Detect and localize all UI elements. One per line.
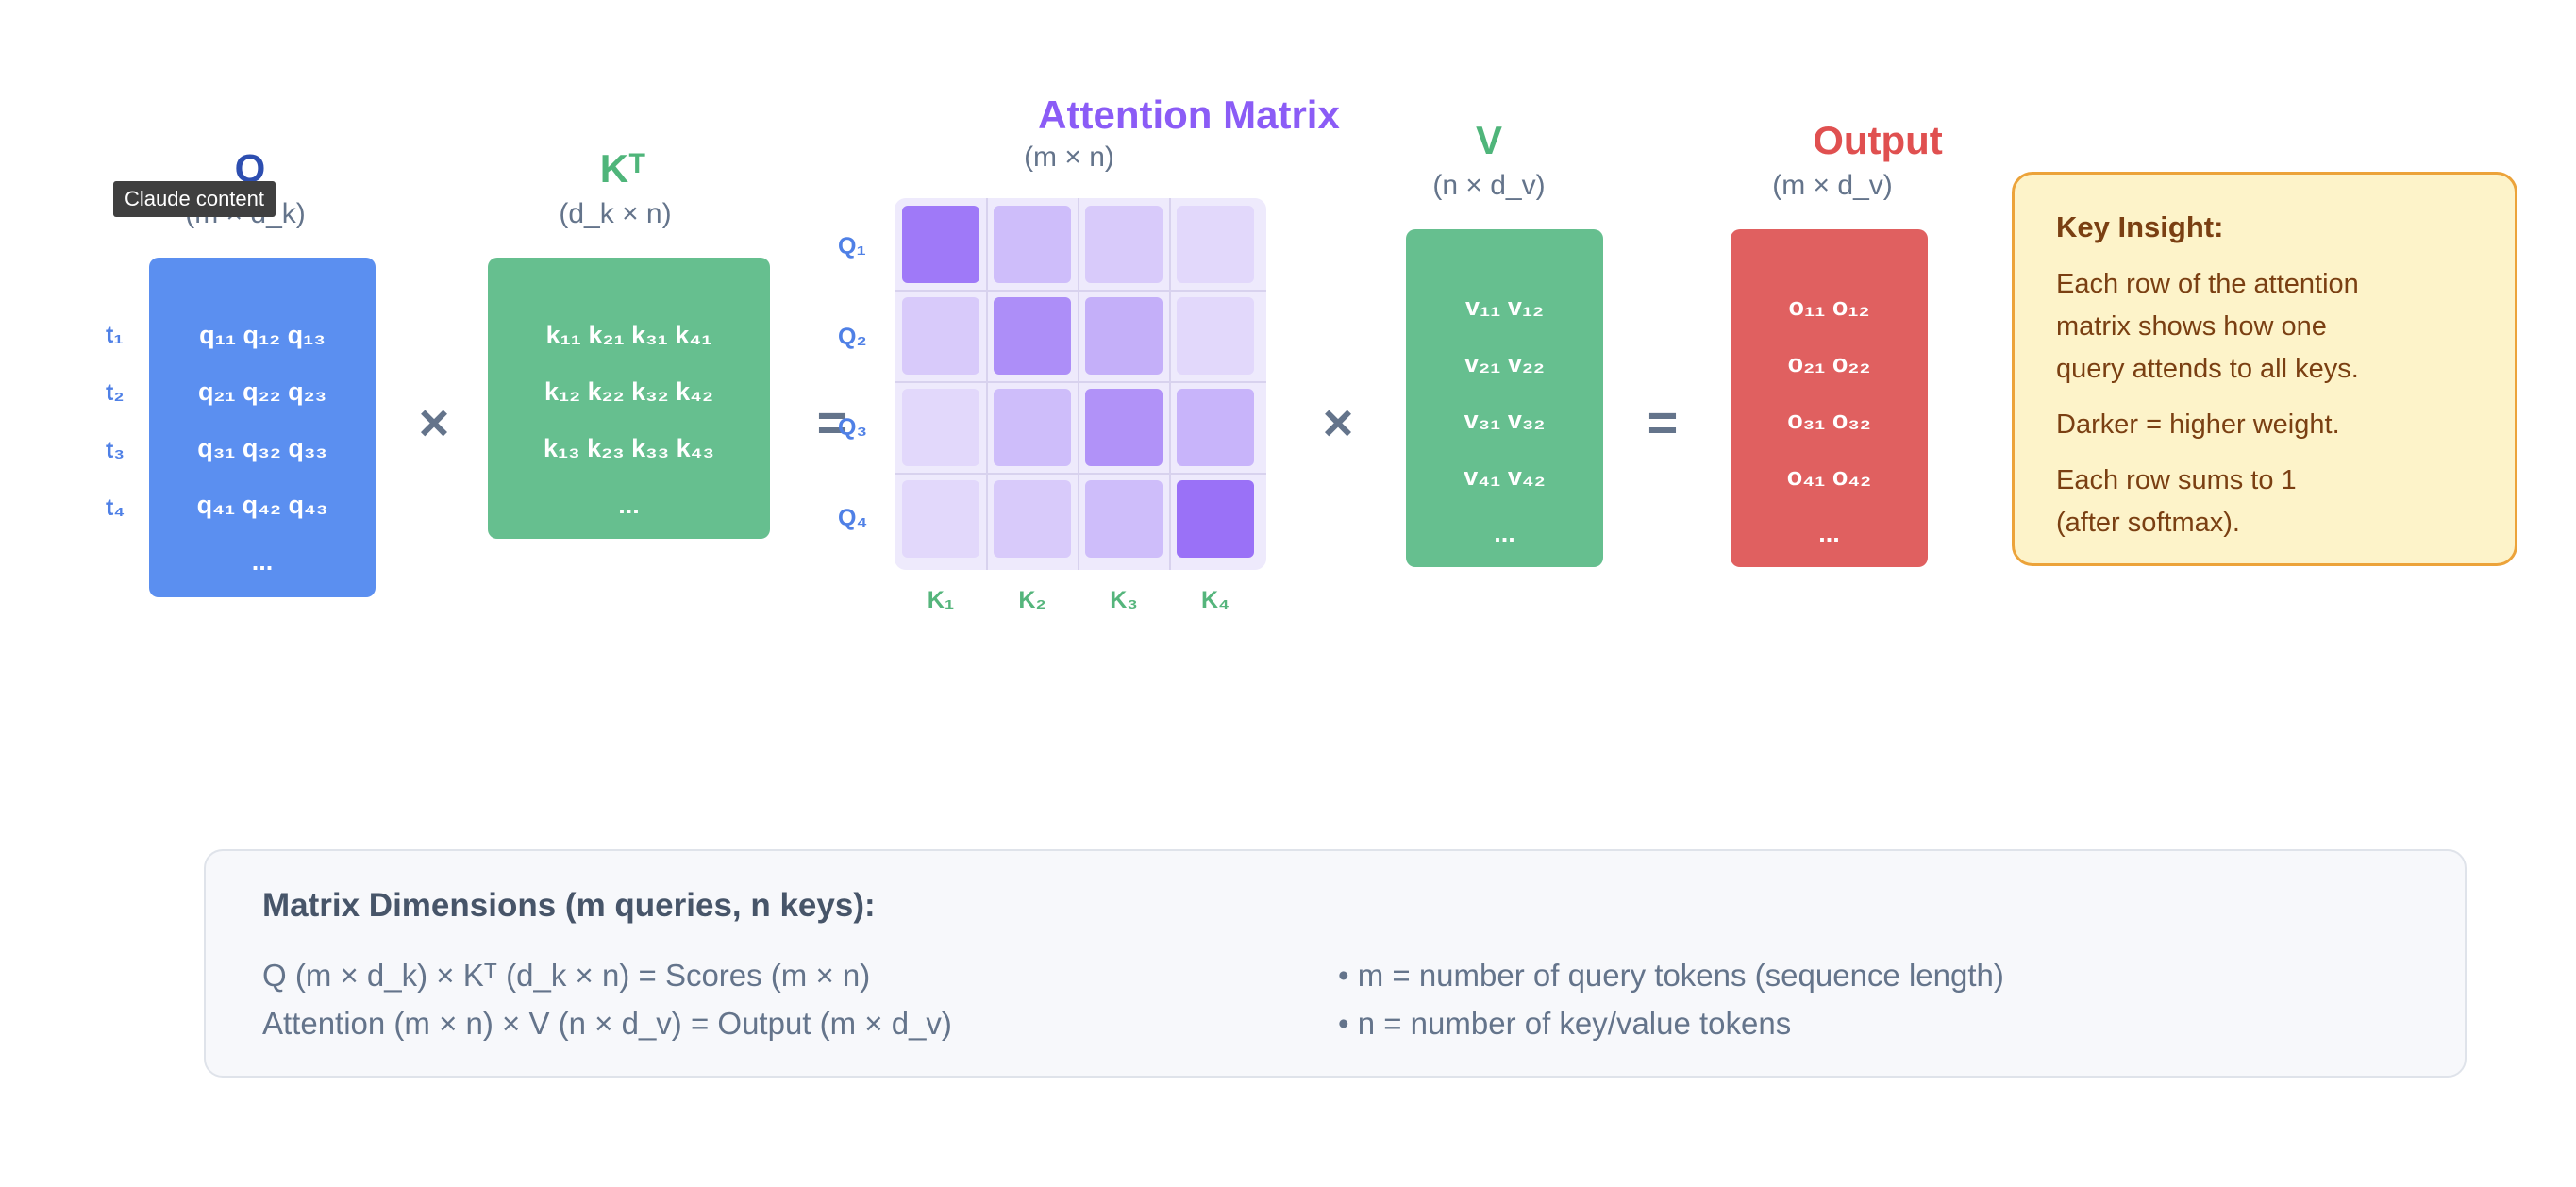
attention-cell <box>994 297 1071 375</box>
q-row-label: t₂ <box>106 379 125 406</box>
v-title: V <box>1475 118 1502 162</box>
q-row-label: t₃ <box>106 437 125 463</box>
attention-cell <box>902 297 979 375</box>
multiply-operator: × <box>418 393 450 452</box>
output-row-ellipsis: ... <box>1818 519 1840 547</box>
q-row: q₁₁ q₁₂ q₁₃ <box>199 321 326 349</box>
q-row: q₂₁ q₂₂ q₂₃ <box>197 377 327 406</box>
q-row-label: t₄ <box>106 494 125 521</box>
k-matrix: k₁₁ k₂₁ k₃₁ k₄₁ k₁₂ k₂₂ k₃₂ k₄₂ k₁₃ k₂₃ … <box>488 258 770 539</box>
k-title: Kᵀ <box>599 146 646 191</box>
grid-divider <box>895 381 1266 383</box>
attention-cell <box>1085 389 1163 466</box>
attention-cell <box>1085 297 1163 375</box>
dimension-bullet: • n = number of key/value tokens <box>1338 1006 1792 1041</box>
attention-cell <box>994 206 1071 283</box>
attention-row-label: Q₄ <box>838 505 868 531</box>
k-row: k₁₁ k₂₁ k₃₁ k₄₁ <box>545 321 712 349</box>
k-row: k₁₂ k₂₂ k₃₂ k₄₂ <box>544 377 714 406</box>
attention-cell <box>902 480 979 558</box>
attention-cell <box>1177 480 1254 558</box>
dimension-formula: Q (m × d_k) × Kᵀ (d_k × n) = Scores (m ×… <box>262 958 871 993</box>
equals-operator: = <box>1647 393 1679 452</box>
attention-cell <box>1177 297 1254 375</box>
output-row: o₄₁ o₄₂ <box>1786 462 1872 491</box>
output-row: o₃₁ o₃₂ <box>1787 406 1871 434</box>
attention-cell <box>1085 206 1163 283</box>
attention-cell <box>902 206 979 283</box>
multiply-operator: × <box>1322 393 1354 452</box>
attention-cell <box>994 389 1071 466</box>
attention-col-label: K₄ <box>1201 587 1229 613</box>
equals-operator: = <box>816 393 848 452</box>
attention-row-label: Q₃ <box>838 414 868 441</box>
k-row-ellipsis: ... <box>618 491 640 519</box>
dimension-formula: Attention (m × n) × V (n × d_v) = Output… <box>262 1006 952 1041</box>
grid-divider <box>986 198 988 570</box>
matrix-dimensions-panel: Matrix Dimensions (m queries, n keys): Q… <box>204 849 2467 1078</box>
key-insight-title: Key Insight: <box>2056 210 2224 243</box>
attention-dims: (m × n) <box>1024 142 1114 173</box>
output-dims: (m × d_v) <box>1772 170 1893 201</box>
matrix-dimensions-title: Matrix Dimensions (m queries, n keys): <box>262 887 876 924</box>
key-insight-text: Each row of the attention matrix shows h… <box>2056 269 2359 384</box>
v-row-ellipsis: ... <box>1494 519 1515 547</box>
k-dims: (d_k × n) <box>559 198 672 229</box>
attention-row-label: Q₂ <box>838 324 867 350</box>
tooltip-text: Claude content <box>125 187 264 210</box>
q-row-ellipsis: ... <box>251 547 274 576</box>
attention-cell <box>1177 206 1254 283</box>
v-row: v₂₁ v₂₂ <box>1464 349 1545 377</box>
attention-matrix <box>895 198 1266 570</box>
grid-divider <box>1169 198 1171 570</box>
key-insight-text: Darker = higher weight. <box>2056 410 2340 440</box>
output-title: Output <box>1813 118 1943 162</box>
attention-col-labels: K₁ K₂ K₃ K₄ <box>895 587 1266 625</box>
attention-col-label: K₃ <box>1110 587 1138 613</box>
q-matrix: q₁₁ q₁₂ q₁₃ q₂₁ q₂₂ q₂₃ q₃₁ q₃₂ q₃₃ q₄₁ … <box>149 258 376 597</box>
q-row: q₄₁ q₄₂ q₄₃ <box>196 491 328 519</box>
attention-cell <box>1085 480 1163 558</box>
v-row: v₃₁ v₃₂ <box>1464 406 1546 434</box>
grid-divider <box>895 473 1266 475</box>
v-row: v₄₁ v₄₂ <box>1464 462 1546 491</box>
output-row: o₂₁ o₂₂ <box>1787 349 1871 377</box>
q-row: q₃₁ q₃₂ q₃₃ <box>197 434 327 462</box>
key-insight-text: Each row sums to 1 (after softmax). <box>2056 465 2297 538</box>
grid-divider <box>895 290 1266 292</box>
attention-cell <box>1177 389 1254 466</box>
attention-cell <box>902 389 979 466</box>
attention-col-label: K₁ <box>927 587 955 613</box>
attention-cell <box>994 480 1071 558</box>
k-row: k₁₃ k₂₃ k₃₃ k₄₃ <box>543 434 715 462</box>
q-row-labels: t₁ t₂ t₃ t₄ <box>106 307 143 537</box>
output-matrix: o₁₁ o₁₂ o₂₁ o₂₂ o₃₁ o₃₂ o₄₁ o₄₂ ... <box>1731 229 1928 567</box>
grid-divider <box>1078 198 1079 570</box>
q-row-label: t₁ <box>106 322 124 348</box>
output-row: o₁₁ o₁₂ <box>1788 293 1870 321</box>
tooltip: Claude content <box>113 181 276 217</box>
v-matrix: v₁₁ v₁₂ v₂₁ v₂₂ v₃₁ v₃₂ v₄₁ v₄₂ ... <box>1406 229 1603 567</box>
attention-col-label: K₂ <box>1018 587 1046 613</box>
dimension-bullet: • m = number of query tokens (sequence l… <box>1338 958 2004 993</box>
v-dims: (n × d_v) <box>1432 170 1546 201</box>
key-insight-panel: Key Insight: Each row of the attention m… <box>2012 172 2517 566</box>
attention-title: Attention Matrix <box>1038 92 1340 137</box>
v-row: v₁₁ v₁₂ <box>1464 293 1545 321</box>
attention-row-label: Q₁ <box>838 233 866 259</box>
